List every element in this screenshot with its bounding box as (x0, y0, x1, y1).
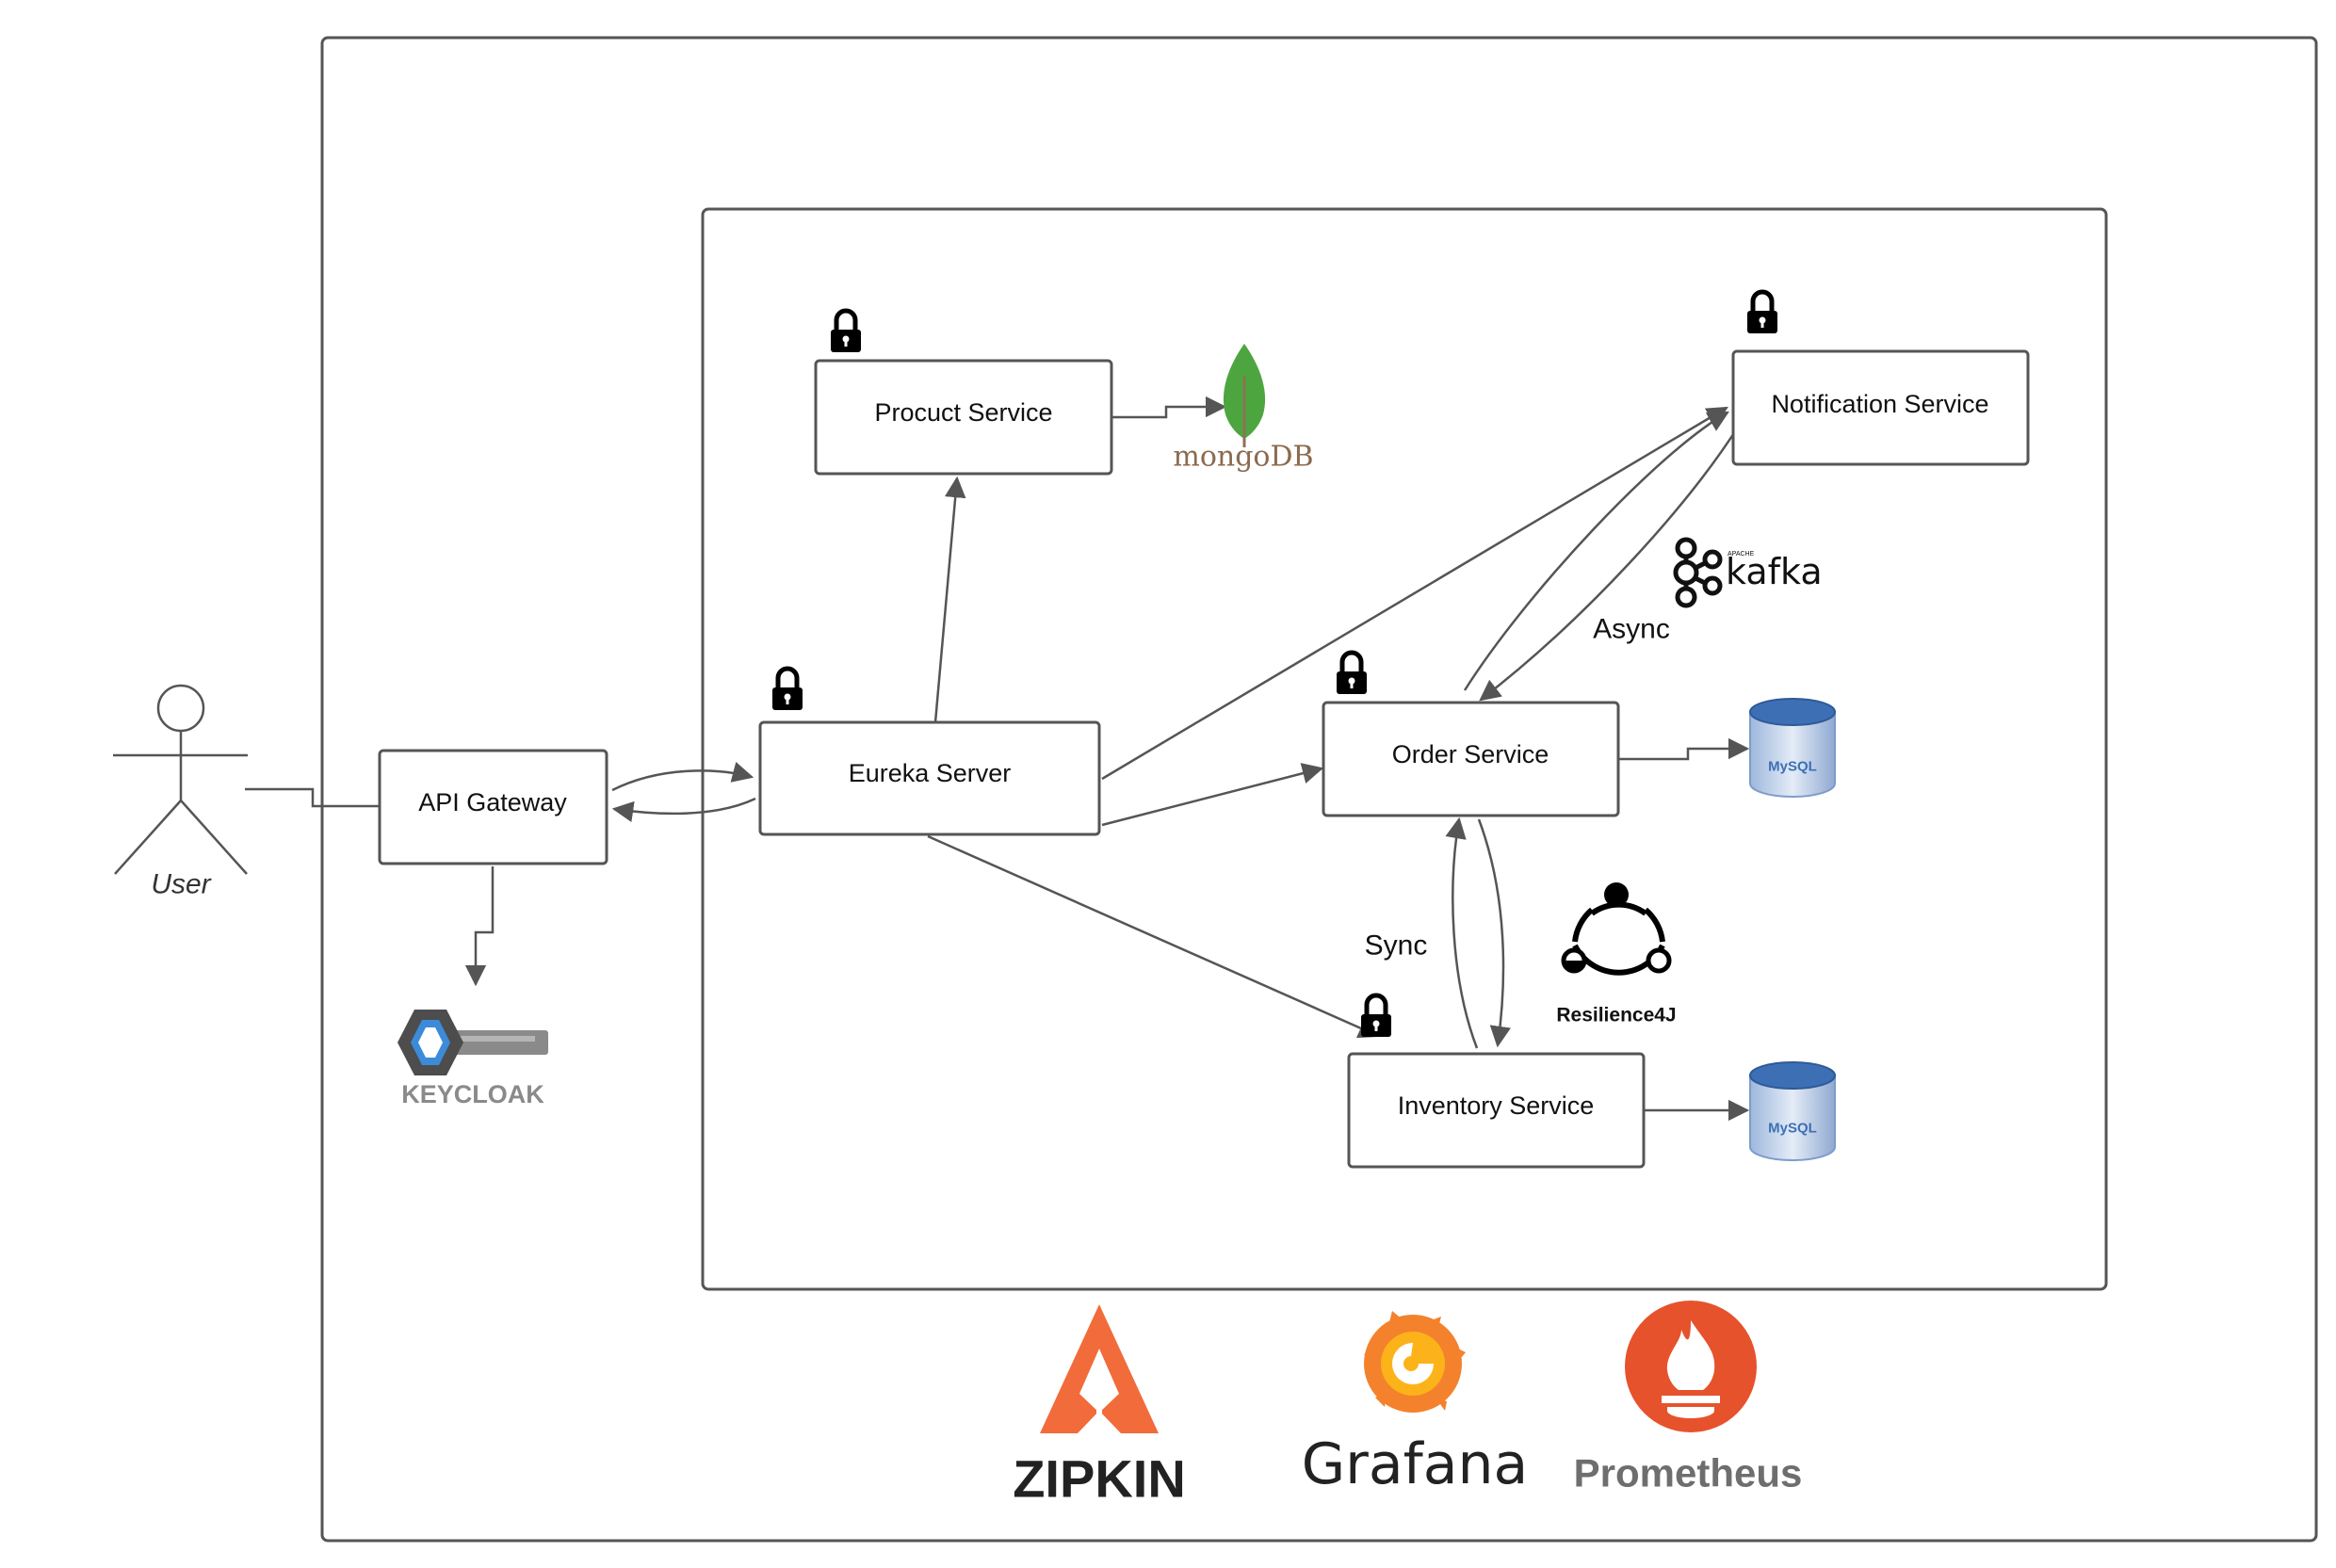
inventory-mysql-database: MySQL (1749, 1061, 1836, 1161)
order-service-node[interactable]: Order Service (1322, 701, 1620, 817)
inventory-mysql-label: MySQL (1768, 1121, 1817, 1137)
outer-system-boundary (320, 36, 2318, 1543)
api-gateway-label: API Gateway (418, 788, 567, 816)
edge-eureka-to-product (933, 476, 966, 723)
lock-icon (831, 311, 861, 352)
edge-gateway-to-eureka (611, 761, 754, 792)
edge-eureka-to-gateway (611, 797, 756, 823)
api-gateway-node[interactable]: API Gateway (378, 749, 608, 865)
zipkin-logo: ZIPKIN (1013, 1304, 1186, 1509)
grafana-icon (1364, 1311, 1466, 1413)
inventory-service-node[interactable]: Inventory Service (1347, 1052, 1646, 1169)
prometheus-icon (1625, 1301, 1757, 1432)
eureka-server-label: Eureka Server (849, 759, 1012, 787)
kafka-apache-text: APACHE (1728, 551, 1755, 558)
user-label: User (151, 869, 211, 900)
lock-icon (1337, 653, 1367, 694)
lock-icon (1747, 292, 1777, 333)
eureka-server-node[interactable]: Eureka Server (758, 720, 1101, 836)
edge-inventory-to-order-sync (1445, 816, 1479, 1049)
order-service-label: Order Service (1392, 740, 1549, 768)
product-service-label: Procuct Service (874, 398, 1052, 427)
edge-notification-to-order-async (1479, 425, 1741, 702)
zipkin-text: ZIPKIN (1013, 1449, 1186, 1509)
user-actor (113, 684, 248, 875)
edge-order-to-inventory-sync (1477, 818, 1511, 1048)
resilience4j-text: Resilience4J (1556, 1005, 1676, 1026)
edge-user-to-gateway (245, 787, 380, 808)
edge-eureka-to-notification (1101, 406, 1728, 781)
grafana-text: Grafana (1302, 1431, 1529, 1497)
kafka-logo: APACHE kafka (1673, 537, 1823, 608)
edge-order-to-notification-async (1463, 411, 1729, 691)
keycloak-key-icon (397, 1010, 548, 1075)
lock-icon (1361, 995, 1391, 1037)
keycloak-text: KEYCLOAK (401, 1080, 544, 1108)
grafana-logo: Grafana (1302, 1311, 1529, 1497)
order-mysql-label: MySQL (1768, 759, 1817, 775)
edge-eureka-to-inventory (927, 834, 1381, 1039)
edge-product-to-mongodb (1111, 396, 1227, 419)
keycloak-logo: KEYCLOAK (397, 1010, 548, 1108)
inventory-service-label: Inventory Service (1398, 1091, 1595, 1120)
edge-gateway-to-keycloak (464, 866, 495, 987)
edge-eureka-to-order (1101, 763, 1324, 827)
resilience4j-logo: Resilience4J (1556, 882, 1677, 1026)
mongodb-logo: mongoDB (1173, 344, 1314, 474)
kafka-text: kafka (1726, 551, 1823, 592)
sync-label: Sync (1365, 930, 1428, 962)
prometheus-text: Prometheus (1574, 1451, 1803, 1495)
notification-service-label: Notification Service (1771, 390, 1988, 418)
notification-service-node[interactable]: Notification Service (1731, 349, 2030, 466)
resilience4j-icon (1561, 882, 1672, 976)
product-service-node[interactable]: Procuct Service (814, 359, 1113, 476)
mongodb-text: mongoDB (1173, 441, 1313, 474)
kafka-icon (1673, 537, 1723, 608)
order-mysql-database: MySQL (1749, 698, 1836, 798)
inner-services-boundary (701, 207, 2108, 1291)
prometheus-logo: Prometheus (1574, 1301, 1803, 1495)
zipkin-icon (1040, 1304, 1159, 1436)
edge-order-to-mysql (1618, 737, 1750, 761)
lock-icon (772, 669, 803, 710)
async-label: Async (1593, 614, 1670, 645)
